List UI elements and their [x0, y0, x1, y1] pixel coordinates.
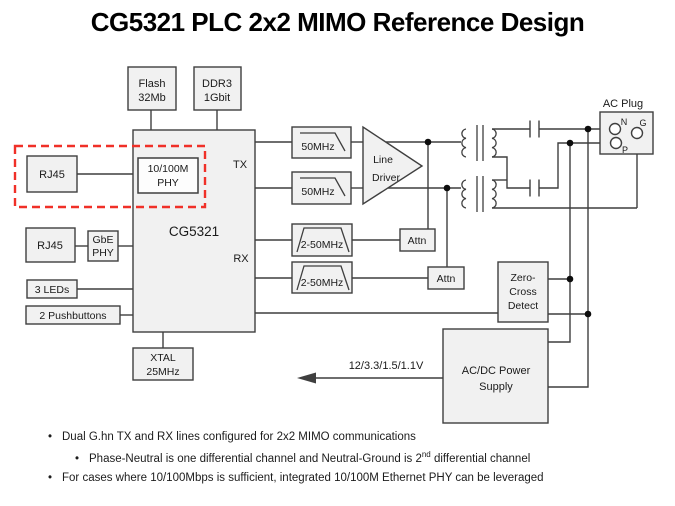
- bullet-marker: •: [48, 471, 53, 484]
- junction-dots: [424, 125, 592, 318]
- block-ac-plug: [599, 111, 654, 155]
- bpf1-label: 2-50MHz: [301, 239, 344, 251]
- block-leds: [26, 279, 78, 299]
- coupling-capacitors: [529, 120, 540, 197]
- plug-g-label: G: [639, 118, 646, 128]
- block-flash: [127, 66, 177, 111]
- bullet-2: • Phase-Neutral is one differential chann…: [0, 450, 675, 465]
- bullet-1-text: Dual G.hn TX and RX lines configured for…: [62, 431, 416, 443]
- bullet-marker: •: [48, 431, 53, 443]
- ddr3-label-2: 1Gbit: [204, 92, 230, 104]
- bullet-2-text: Phase-Neutral is one differential channe…: [89, 450, 531, 465]
- wire-cap2-p: [539, 142, 610, 189]
- block-lpf1: [291, 126, 352, 159]
- block-zero-cross: [497, 261, 549, 323]
- lpf1-label: 50MHz: [301, 141, 334, 153]
- power-arrowhead: [297, 372, 316, 384]
- lpf1-lowpass-glyph: [300, 132, 346, 152]
- cg5321-label: CG5321: [169, 224, 219, 239]
- zero-cross-label-3: Detect: [508, 300, 538, 312]
- zero-cross-label-2: Cross: [509, 286, 536, 298]
- red-highlight-outline: [13, 144, 207, 209]
- lpf2-lowpass-glyph: [300, 177, 346, 197]
- plug-ground-pin: [630, 126, 644, 140]
- attn1-label: Attn: [408, 235, 427, 247]
- xtal-label-1: XTAL: [150, 352, 176, 364]
- power-rail-label: 12/3.3/1.5/1.1V: [349, 360, 424, 372]
- bullet-3-text: For cases where 10/100Mbps is sufficient…: [62, 471, 544, 484]
- xfmr2-primary-coil: [461, 179, 467, 209]
- block-attn2: [427, 266, 465, 290]
- block-acdc-supply: [442, 328, 549, 424]
- xfmr1-core: [476, 125, 484, 161]
- plug-neutral-pin: [608, 122, 622, 136]
- xfmr2-core: [476, 176, 484, 212]
- block-line-driver: [362, 125, 424, 206]
- bpf2-bandpass-glyph: [296, 265, 350, 291]
- block-rj45-top: [26, 155, 78, 193]
- wire-xfmr1-cap2: [492, 156, 530, 189]
- acdc-label-2: Supply: [479, 381, 513, 393]
- rx-label: RX: [233, 253, 249, 265]
- xfmr1-secondary-coil: [491, 128, 497, 158]
- flash-label-1: Flash: [139, 78, 166, 90]
- capacitor-2: [529, 179, 540, 197]
- block-pushbuttons: [25, 305, 121, 325]
- block-integrated-phy: [137, 157, 199, 194]
- pushbuttons-label: 2 Pushbuttons: [39, 310, 106, 322]
- phy-label-1: 10/100M: [148, 163, 189, 175]
- block-ddr3: [193, 66, 242, 111]
- plug-phase-pin: [609, 136, 623, 150]
- notes: • Dual G.hn TX and RX lines configured fo…: [0, 431, 675, 491]
- zero-cross-label-1: Zero-: [510, 272, 536, 284]
- bullet-1: • Dual G.hn TX and RX lines configured fo…: [0, 431, 675, 443]
- block-xtal: [132, 347, 194, 381]
- acdc-label-1: AC/DC Power: [462, 365, 531, 377]
- rj45-top-label: RJ45: [39, 169, 65, 181]
- line-driver-label-1: Line: [373, 154, 393, 166]
- wire-phase-branch: [548, 143, 571, 343]
- leds-label: 3 LEDs: [35, 284, 69, 296]
- lpf2-label: 50MHz: [301, 186, 334, 198]
- transformer-1: [461, 125, 497, 161]
- tx-label: TX: [233, 159, 248, 171]
- bpf2-label: 2-50MHz: [301, 277, 344, 289]
- capacitor-1: [529, 120, 540, 138]
- xtal-label-2: 25MHz: [146, 366, 179, 378]
- plug-n-label: N: [621, 117, 628, 127]
- phy-label-2: PHY: [157, 177, 179, 189]
- line-driver-label-2: Driver: [372, 172, 401, 184]
- rj45-bottom-label: RJ45: [37, 240, 63, 252]
- ddr3-label-1: DDR3: [202, 78, 232, 90]
- block-rj45-bottom: [25, 227, 76, 263]
- block-gbe-phy: [87, 230, 119, 262]
- ac-plug-label: AC Plug: [603, 98, 643, 110]
- flash-label-2: 32Mb: [138, 92, 166, 104]
- bullet-marker: •: [75, 452, 80, 465]
- gbe-label-1: GbE: [92, 234, 113, 246]
- xfmr2-secondary-coil: [491, 179, 497, 209]
- bpf1-bandpass-glyph: [296, 227, 350, 253]
- superscript-nd: nd: [421, 450, 431, 459]
- bullet-3: • For cases where 10/100Mbps is sufficien…: [0, 472, 675, 484]
- page-title: CG5321 PLC 2x2 MIMO Reference Design: [90, 7, 585, 37]
- block-attn1: [399, 228, 436, 252]
- xfmr1-primary-coil: [461, 128, 467, 158]
- gbe-label-2: PHY: [92, 247, 114, 259]
- wire-neutral-branch: [548, 129, 589, 388]
- wires: [75, 110, 638, 388]
- attn2-label: Attn: [437, 273, 456, 285]
- plug-p-label: P: [622, 145, 628, 155]
- transformer-2: [461, 176, 497, 212]
